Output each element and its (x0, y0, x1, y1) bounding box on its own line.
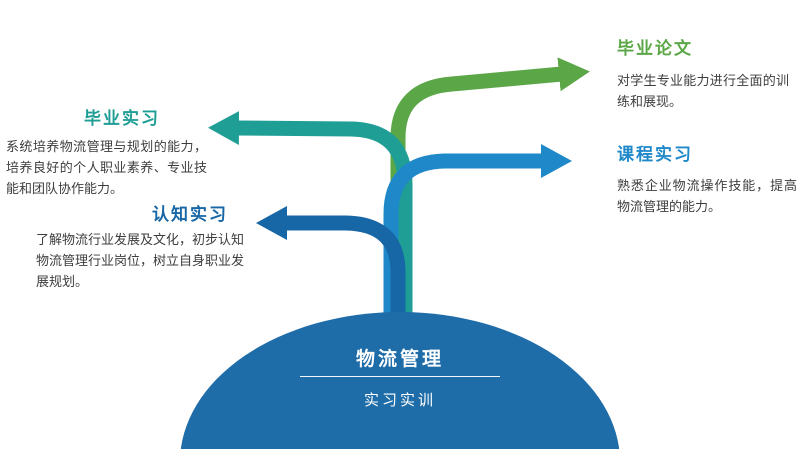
branch-desc-course-practice: 熟悉企业物流操作技能，提高物流管理的能力。 (617, 178, 797, 214)
branch-desc-cognition-practice: 了解物流行业发展及文化，初步认知物流管理行业岗位，树立自身职业发展规划。 (36, 232, 245, 289)
arrow-thesis (390, 57, 590, 338)
branch-desc-thesis: 对学生专业能力进行全面的训练和展现。 (617, 73, 789, 109)
root-dome (180, 312, 620, 449)
branch-title-cognition-practice: 认知实习 (152, 205, 228, 224)
arrow-cognition-practice (256, 206, 406, 343)
root-subtitle: 实习实训 (363, 392, 436, 409)
branch-title-graduation-practice: 毕业实习 (84, 109, 160, 128)
root-divider (300, 376, 500, 377)
branch-title-course-practice: 课程实习 (617, 145, 693, 164)
root-title: 物流管理 (355, 349, 444, 370)
arrow-course-practice (383, 144, 572, 338)
branch-title-thesis: 毕业论文 (617, 39, 693, 58)
branch-desc-graduation-practice: 系统培养物流管理与规划的能力，培养良好的个人职业素养、专业技能和团队协作能力。 (6, 139, 207, 196)
